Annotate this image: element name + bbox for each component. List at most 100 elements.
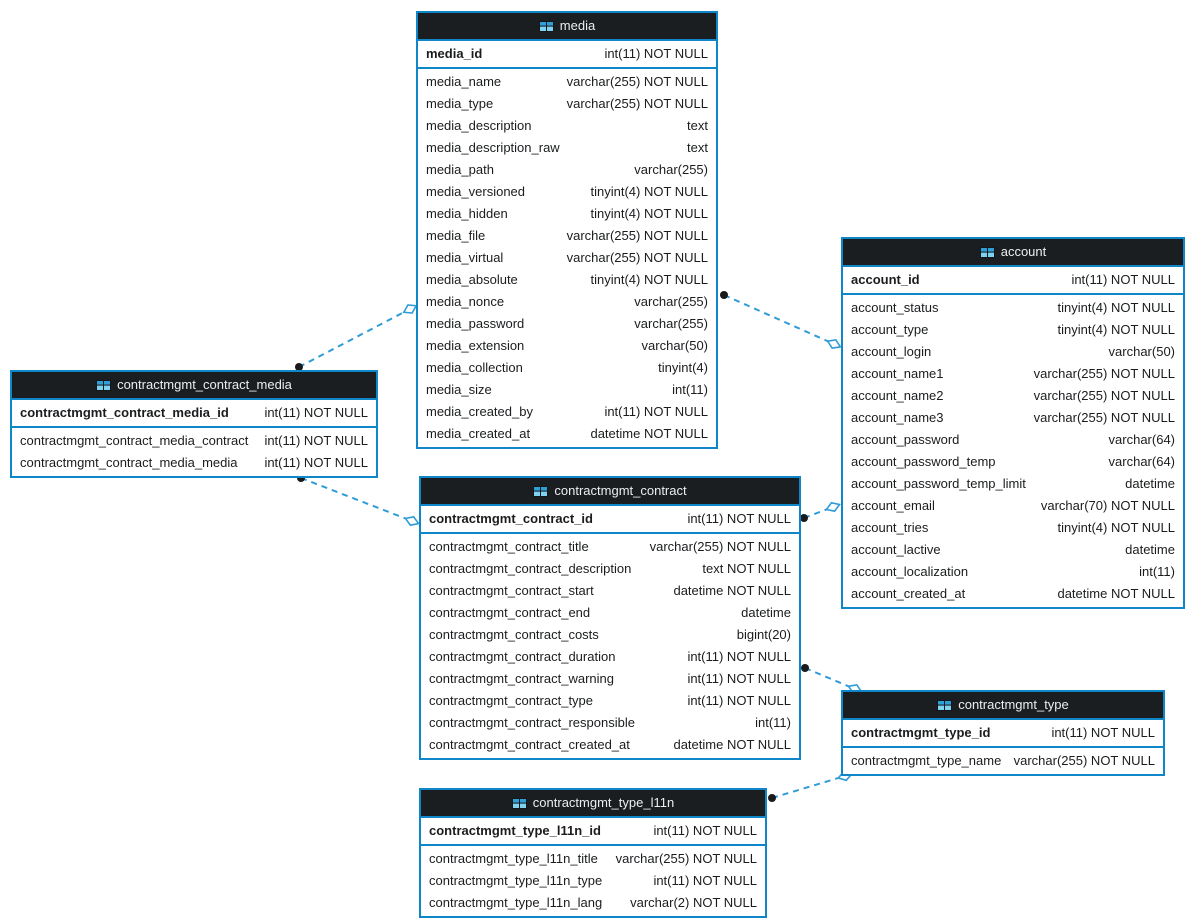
column-type: int(11) NOT NULL (687, 671, 791, 686)
column-type: varchar(255) NOT NULL (566, 228, 708, 243)
column-row-contractmgmt_contract_type[interactable]: contractmgmt_contract_type int(11) NOT NU… (421, 690, 799, 712)
column-name: media_nonce (426, 294, 505, 309)
primary-key-row[interactable]: media_id int(11) NOT NULL (418, 41, 716, 69)
column-name: account_status (851, 300, 939, 315)
relationship-media-to-account[interactable] (720, 291, 842, 351)
column-type: varchar(255) NOT NULL (1033, 366, 1175, 381)
column-name: contractmgmt_contract_id (429, 511, 593, 526)
table-header[interactable]: contractmgmt_type_l11n (421, 790, 765, 818)
relationship-line[interactable] (300, 477, 413, 522)
column-type: int(11) NOT NULL (653, 873, 757, 888)
column-type: tinyint(4) (658, 360, 708, 375)
table-media[interactable]: media media_id int(11) NOT NULL media_na… (416, 11, 718, 449)
table-title: account (1000, 244, 1047, 259)
primary-key-row[interactable]: contractmgmt_contract_media_id int(11) N… (12, 400, 376, 428)
table-contractmgmt_type_l11n[interactable]: contractmgmt_type_l11n contractmgmt_type… (419, 788, 767, 918)
column-name: media_description_raw (426, 140, 560, 155)
column-name: media_type (426, 96, 494, 111)
column-type: int(11) NOT NULL (604, 46, 708, 61)
relationship-line[interactable] (804, 667, 856, 690)
column-name: account_lactive (851, 542, 941, 557)
column-type: varchar(255) NOT NULL (615, 851, 757, 866)
column-type: int(11) NOT NULL (687, 693, 791, 708)
primary-key-row[interactable]: contractmgmt_type_l11n_id int(11) NOT NU… (421, 818, 765, 846)
relationship-line[interactable] (298, 308, 411, 368)
table-header[interactable]: contractmgmt_type (843, 692, 1163, 720)
column-type: int(11) NOT NULL (1051, 725, 1155, 740)
table-account[interactable]: account account_id int(11) NOT NULL acco… (841, 237, 1185, 609)
column-type: tinyint(4) NOT NULL (590, 272, 708, 287)
relationship-contractmgmt_contract_media-to-media[interactable] (295, 302, 418, 371)
relationship-contractmgmt_contract-to-account[interactable] (800, 500, 841, 522)
connector-dot-endpoint (768, 794, 776, 802)
relationship-line[interactable] (771, 775, 846, 799)
connector-dot-endpoint (800, 514, 808, 522)
column-type: varchar(255) (634, 294, 708, 309)
column-row-media_nonce[interactable]: media_nonce varchar(255) (418, 291, 716, 313)
primary-key-row[interactable]: contractmgmt_contract_id int(11) NOT NUL… (421, 506, 799, 534)
column-name: contractmgmt_contract_type (429, 693, 594, 708)
connector-dot-endpoint (801, 664, 809, 672)
relationship-contractmgmt_contract_media-to-contractmgmt_contract[interactable] (297, 474, 420, 528)
table-contractmgmt_contract[interactable]: contractmgmt_contract contractmgmt_contr… (419, 476, 801, 760)
table-header[interactable]: media (418, 13, 716, 41)
connector-dot-endpoint (720, 291, 728, 299)
table-header[interactable]: account (843, 239, 1183, 267)
primary-key-row[interactable]: contractmgmt_type_id int(11) NOT NULL (843, 720, 1163, 748)
primary-key-row[interactable]: account_id int(11) NOT NULL (843, 267, 1183, 295)
relationship-line[interactable] (723, 294, 835, 345)
table-contractmgmt_contract_media[interactable]: contractmgmt_contract_media contractmgmt… (10, 370, 378, 478)
table-header[interactable]: contractmgmt_contract (421, 478, 799, 506)
column-name: contractmgmt_type_name (851, 753, 1002, 768)
table-header[interactable]: contractmgmt_contract_media (12, 372, 376, 400)
column-type: varchar(2) NOT NULL (630, 895, 757, 910)
table-contractmgmt_type[interactable]: contractmgmt_type contractmgmt_type_id i… (841, 690, 1165, 776)
